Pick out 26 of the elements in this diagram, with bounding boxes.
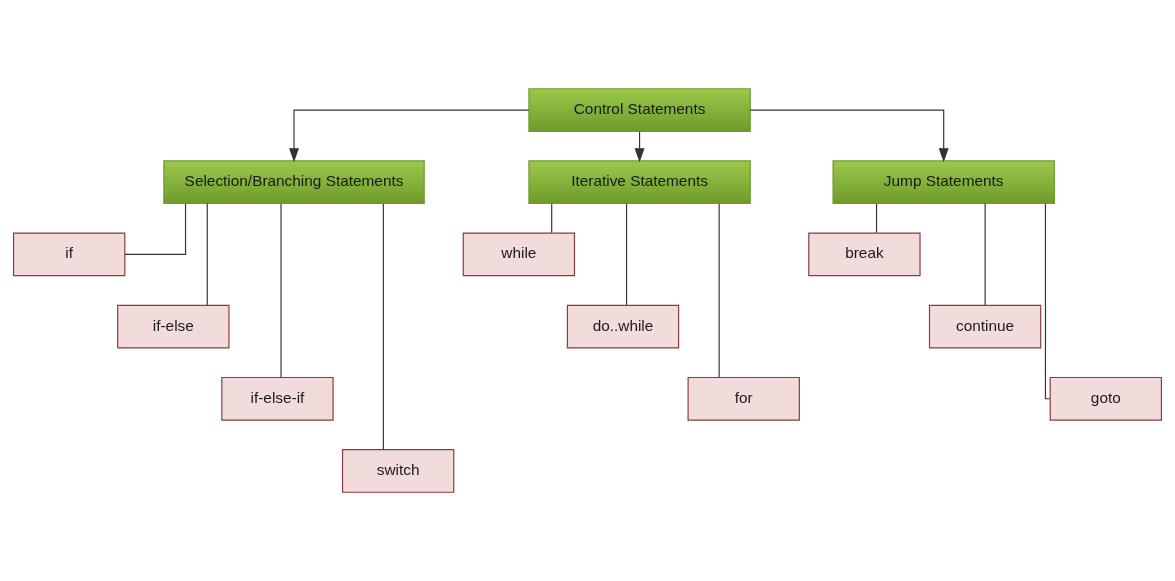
connector (984, 202, 986, 306)
node-box: switch (341, 449, 455, 493)
node-box: while (462, 232, 576, 277)
arrow (749, 109, 949, 163)
node-box: continue (928, 304, 1042, 349)
connector (718, 203, 720, 378)
node-box: Selection/Branching Statements (163, 160, 425, 205)
node-box: goto (1049, 376, 1163, 421)
node-box: if (12, 232, 126, 277)
node-box: for (687, 376, 800, 421)
node-box: if-else-if (221, 376, 334, 421)
node-box: if-else (117, 304, 230, 349)
node-box: do..while (566, 304, 680, 349)
connector (124, 203, 187, 255)
node-box: Iterative Statements (528, 160, 751, 205)
arrow (289, 109, 530, 163)
connector (280, 203, 282, 378)
node-box: Control Statements (528, 88, 751, 132)
connector (551, 203, 553, 234)
node-box: Jump Statements (832, 160, 1055, 205)
connector (625, 202, 628, 306)
connector (1044, 203, 1051, 400)
connector (206, 202, 208, 306)
node-box: break (808, 232, 921, 277)
connector (875, 203, 878, 234)
connector (382, 203, 384, 450)
